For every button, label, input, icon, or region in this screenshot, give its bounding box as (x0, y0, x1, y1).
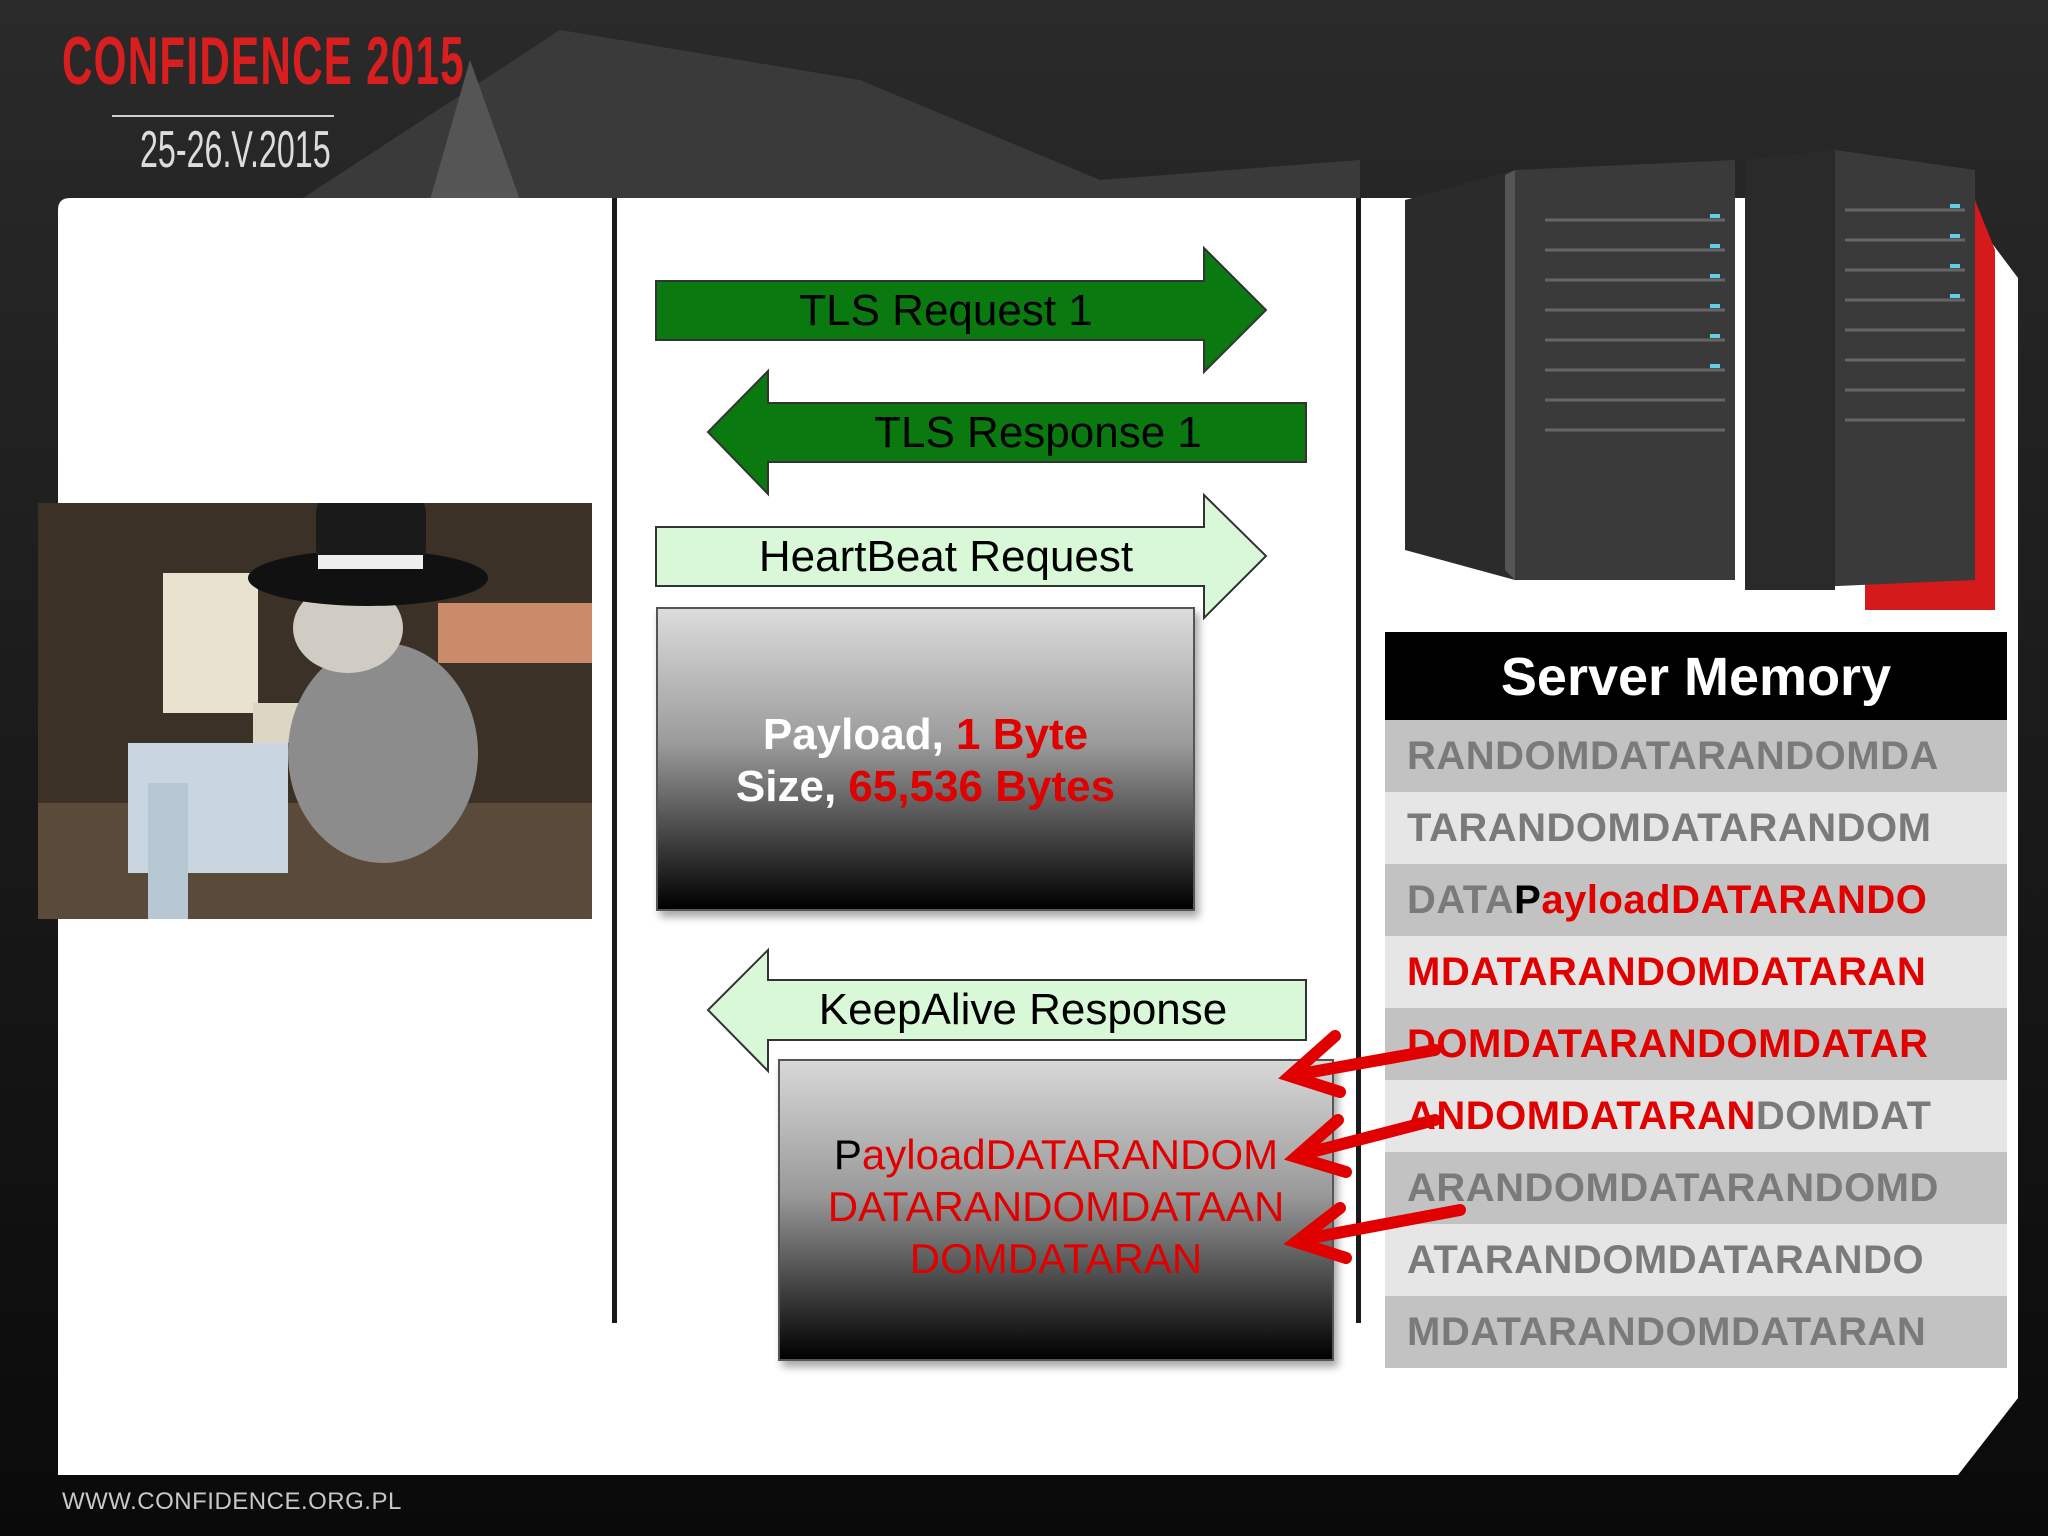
memory-row: RANDOMDATARANDOMDA (1385, 720, 2007, 792)
server-memory-title: Server Memory (1500, 647, 1892, 707)
heartbeat-payload-box: Payload, 1 Byte Size, 65,536 Bytes (656, 607, 1195, 911)
tls-response-label: TLS Response 1 (874, 408, 1202, 457)
memory-row-text: ANDOMDATARANDOMDAT (1407, 1094, 1932, 1138)
logo-rule (112, 115, 334, 117)
memory-row: DATAPayloadDATARANDO (1385, 864, 2007, 936)
payload-label: Payload, (762, 710, 957, 759)
memory-row-text: DATAPayloadDATARANDO (1407, 878, 1928, 922)
memory-row: ATARANDOMDATARANDO (1385, 1224, 2007, 1296)
server-memory-header: Server Memory (1385, 632, 2007, 720)
payload-text: Payload, 1 Byte Size, 65,536 Bytes (658, 709, 1193, 813)
memory-row: MDATARANDOMDATARAN (1385, 1296, 2007, 1368)
memory-row-text: ATARANDOMDATARANDO (1407, 1238, 1925, 1282)
memory-row: MDATARANDOMDATARAN (1385, 936, 2007, 1008)
keepalive-first-char: P (833, 1131, 862, 1178)
divider-right (1356, 198, 1361, 1323)
memory-row-text: MDATARANDOMDATARAN (1407, 1310, 1927, 1354)
heartbeat-request-label: HeartBeat Request (758, 532, 1134, 581)
size-label: Size, (735, 762, 849, 811)
memory-row-text: TARANDOMDATARANDOM (1407, 806, 1932, 850)
payload-value: 1 Byte (956, 710, 1089, 759)
memory-row-text: MDATARANDOMDATARAN (1407, 950, 1927, 994)
divider-left (612, 198, 617, 1323)
hacker-cat-photo (38, 503, 592, 919)
memory-row: TARANDOMDATARANDOM (1385, 792, 2007, 864)
memory-row-text: DOMDATARANDOMDATAR (1407, 1022, 1929, 1066)
keepalive-payload-box: PayloadDATARANDOM DATARANDOMDATAAN DOMDA… (778, 1059, 1334, 1361)
footer-url: WWW.CONFIDENCE.ORG.PL (62, 1488, 402, 1515)
server-rack-icon (1405, 150, 1995, 610)
memory-row: ARANDOMDATARANDOMD (1385, 1152, 2007, 1224)
memory-row-text: RANDOMDATARANDOMDA (1407, 734, 1939, 778)
memory-row: ANDOMDATARANDOMDAT (1385, 1080, 2007, 1152)
logo-date: 25-26.V.2015 (140, 121, 331, 179)
keepalive-line1: ayloadDATARANDOM (861, 1131, 1279, 1178)
memory-row: DOMDATARANDOMDATAR (1385, 1008, 2007, 1080)
keepalive-text: PayloadDATARANDOM DATARANDOMDATAAN DOMDA… (780, 1129, 1332, 1285)
logo-title: CONFIDENCE 2015 (62, 23, 465, 99)
keepalive-line2: DATARANDOMDATAAN (827, 1183, 1285, 1230)
keepalive-response-label: KeepAlive Response (818, 985, 1228, 1034)
keepalive-line3: DOMDATARAN (909, 1235, 1203, 1282)
memory-row-text: ARANDOMDATARANDOMD (1407, 1166, 1939, 1210)
tls-request-label: TLS Request 1 (799, 286, 1093, 335)
size-value: 65,536 Bytes (848, 762, 1116, 811)
